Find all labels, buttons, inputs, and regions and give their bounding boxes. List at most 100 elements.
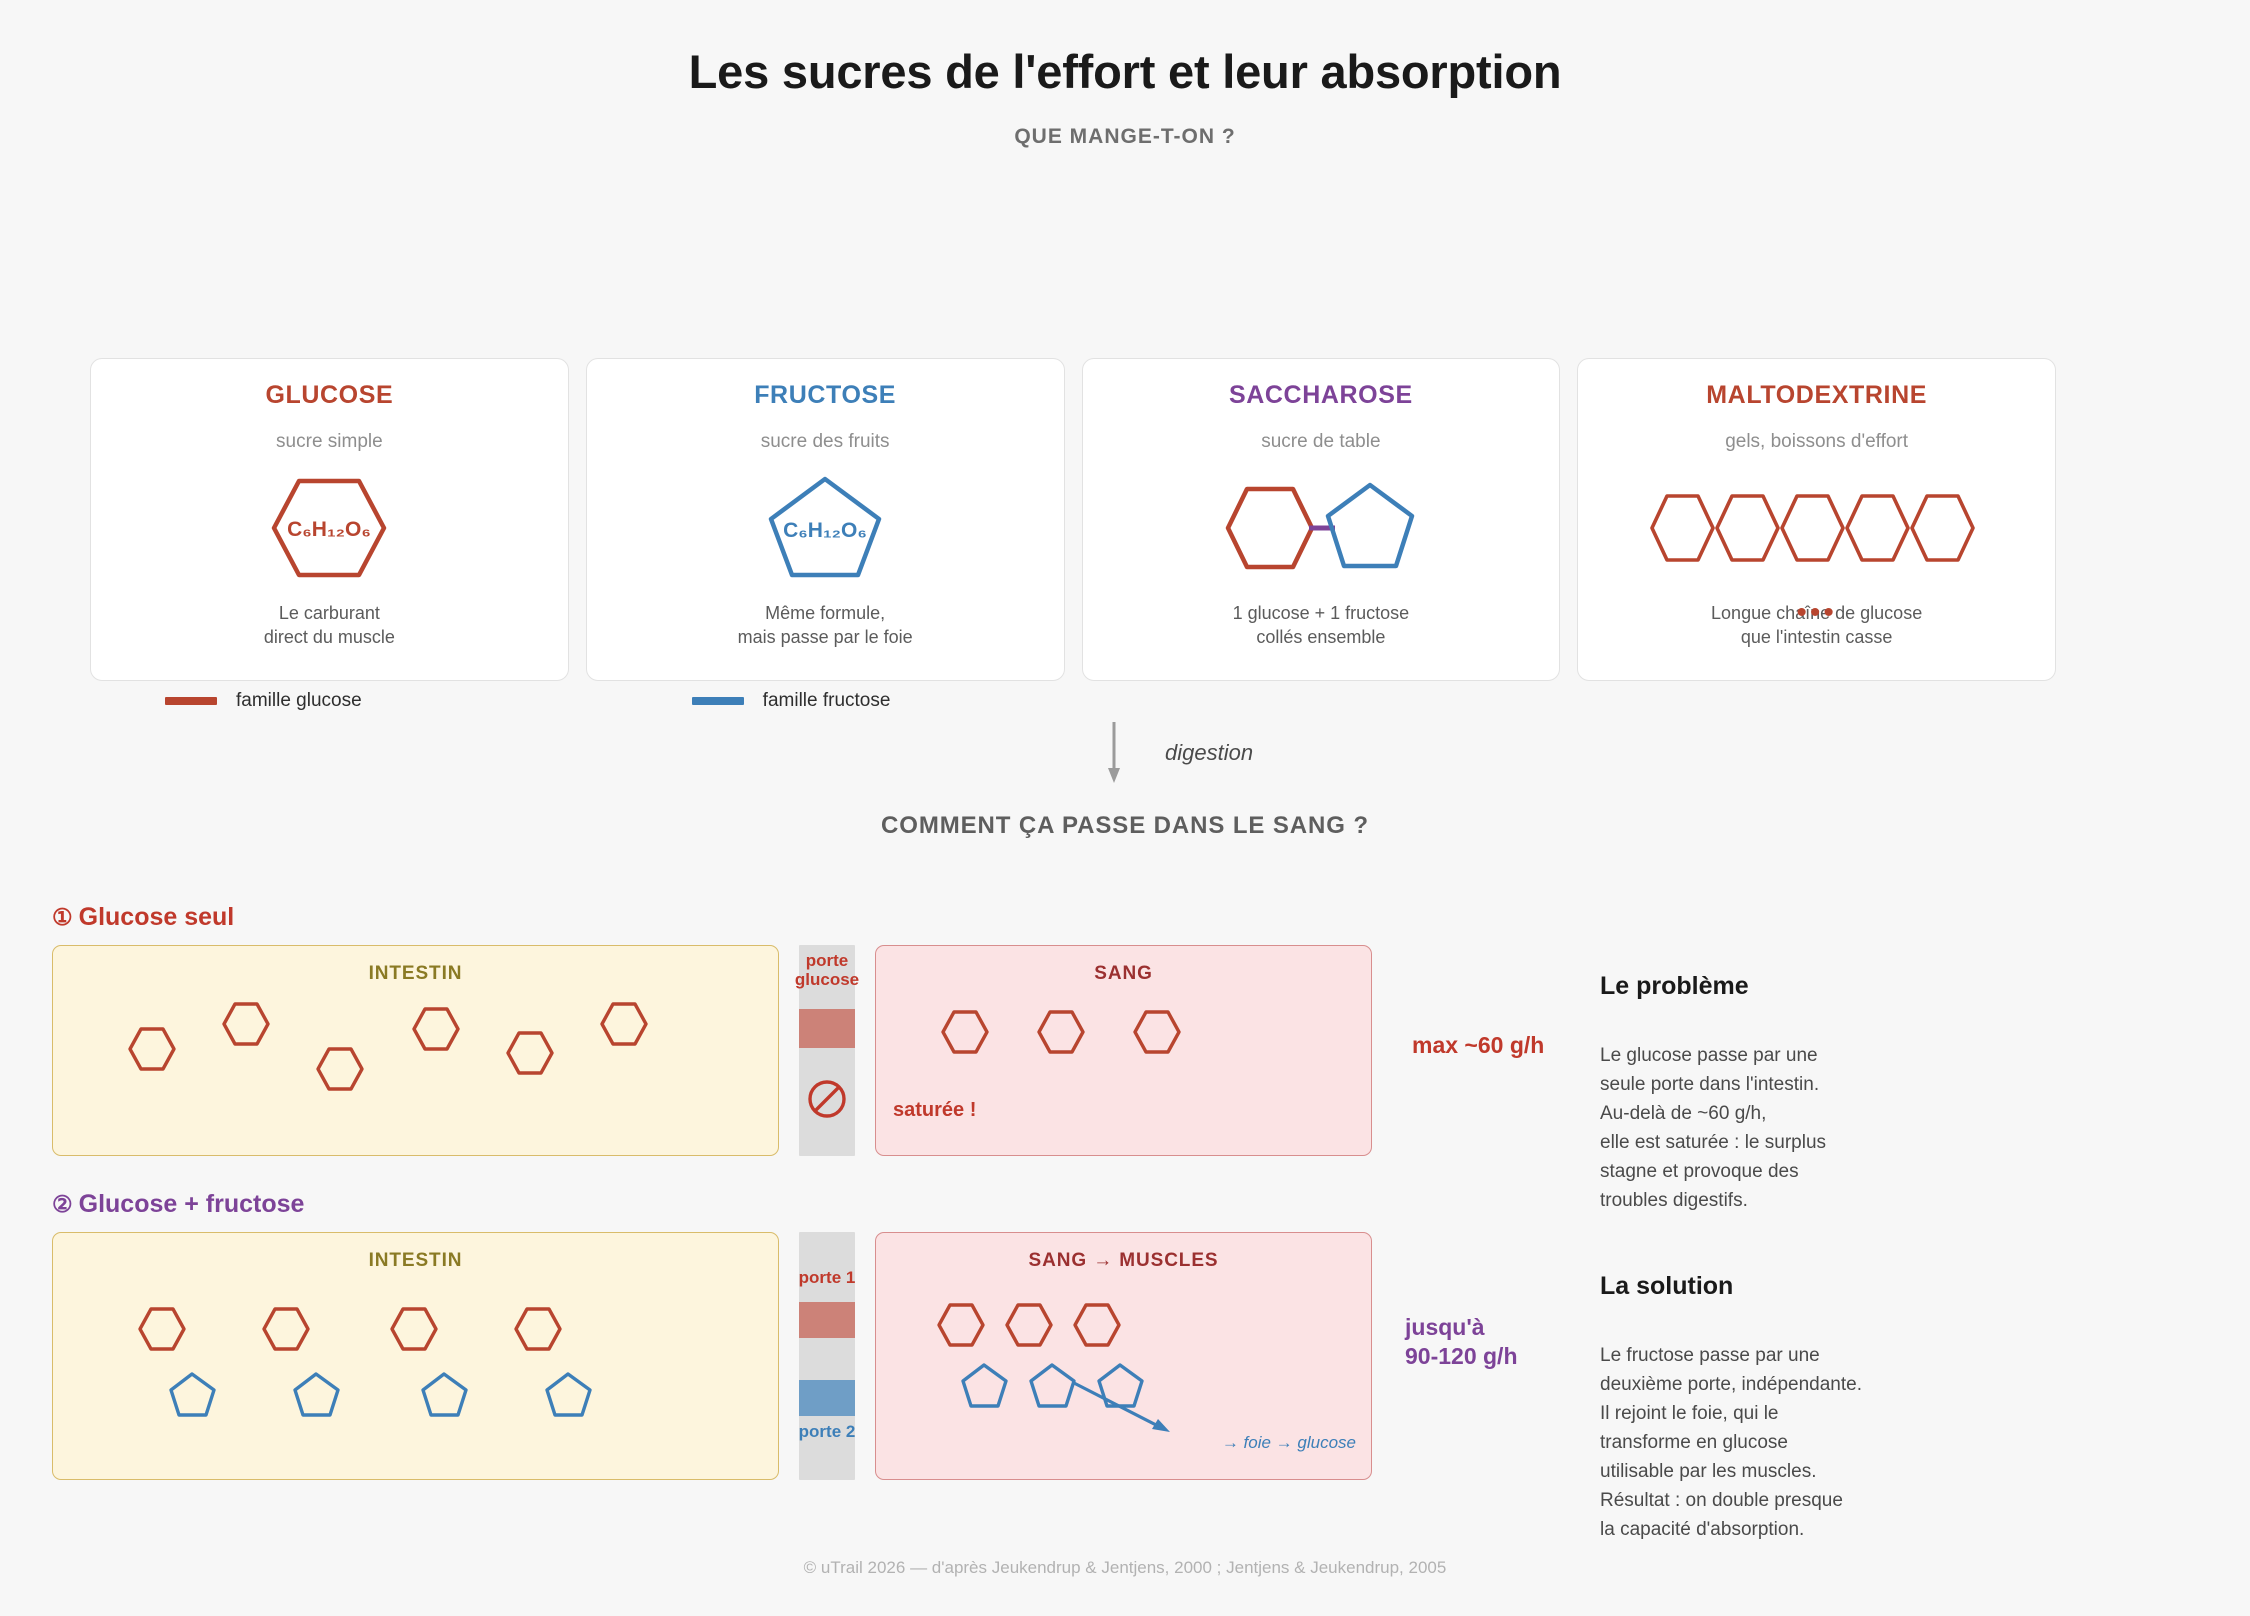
problem-line-2: seule porte dans l'intestin. bbox=[1600, 1074, 1820, 1096]
no-entry-icon bbox=[808, 1080, 846, 1118]
maltodextrine-ellipsis: ••• bbox=[1796, 596, 1837, 630]
card-glucose-note: Le carburant direct du muscle bbox=[264, 602, 395, 680]
card-maltodextrine-note-l2: que l'intestin casse bbox=[1740, 627, 1893, 648]
solution-line-3: Il rejoint le foie, qui le bbox=[1600, 1403, 1779, 1425]
problem-line-4: elle est saturée : le surplus bbox=[1600, 1132, 1827, 1154]
solution-line-6: Résultat : on double presque bbox=[1600, 1490, 1843, 1512]
card-glucose-subtitle: sucre simple bbox=[276, 431, 383, 452]
legend-item-fructose: famille fructose bbox=[691, 690, 891, 712]
saturation-status-badge: saturée ! bbox=[893, 1099, 977, 1121]
card-fructose-formula: C₆H₁₂O₆ bbox=[783, 519, 867, 542]
card-fructose-figure: C₆H₁₂O₆ bbox=[587, 453, 1064, 602]
card-saccharose-note: 1 glucose + 1 fructose collés ensemble bbox=[1233, 602, 1410, 680]
solution-title: La solution bbox=[1600, 1272, 1734, 1300]
solution-line-1: Le fructose passe par une bbox=[1600, 1345, 1820, 1366]
card-fructose-title: FRUCTOSE bbox=[754, 381, 897, 409]
page-subtitle: QUE MANGE-T-ON ? bbox=[1014, 125, 1236, 148]
card-saccharose-subtitle: sucre de table bbox=[1261, 431, 1381, 452]
card-saccharose[interactable]: SACCHAROSE sucre de table 1 glucose + 1 … bbox=[1081, 358, 1561, 681]
explanation-solution: La solution Le fructose passe par une de… bbox=[1600, 1272, 1970, 1544]
gate-1-label-l2: glucose bbox=[794, 970, 860, 990]
pentagon-icon: C₆H₁₂O₆ bbox=[768, 476, 882, 577]
card-fructose-note-l2: mais passe par le foie bbox=[737, 627, 913, 648]
scenario-1-title-text: Glucose seul bbox=[78, 903, 235, 931]
card-glucose[interactable]: GLUCOSE sucre simple C₆H₁₂O₆ Le carburan… bbox=[90, 358, 569, 681]
gate-1-label-l1: porte bbox=[805, 951, 849, 970]
problem-line-1: Le glucose passe par une bbox=[1600, 1045, 1818, 1066]
gate-2-fructose-band bbox=[799, 1380, 855, 1416]
legend-label-fructose: famille fructose bbox=[762, 690, 891, 711]
card-glucose-note-l1: Le carburant bbox=[278, 603, 380, 624]
card-glucose-formula: C₆H₁₂O₆ bbox=[287, 518, 371, 541]
digestion-flow: digestion bbox=[1105, 722, 1253, 784]
card-glucose-title: GLUCOSE bbox=[265, 381, 394, 409]
card-glucose-note-l2: direct du muscle bbox=[263, 627, 395, 648]
card-maltodextrine-title: MALTODEXTRINE bbox=[1706, 381, 1927, 409]
card-saccharose-figure bbox=[1083, 453, 1560, 602]
intestin-label-2: INTESTIN bbox=[368, 1250, 463, 1271]
absorption-rate-1: max ~60 g/h bbox=[1412, 1032, 1545, 1058]
sang-molecules-2 bbox=[937, 1303, 1170, 1432]
gate-1-glucose-band bbox=[799, 1009, 855, 1048]
problem-line-3: Au-delà de ~60 g/h, bbox=[1600, 1103, 1767, 1125]
absorption-rate-2-l2: 90-120 g/h bbox=[1405, 1343, 1518, 1370]
card-maltodextrine-subtitle: gels, boissons d'effort bbox=[1725, 431, 1909, 452]
legend-swatch-fructose bbox=[691, 697, 744, 705]
card-saccharose-title: SACCHAROSE bbox=[1228, 381, 1413, 409]
problem-line-6: troubles digestifs. bbox=[1600, 1190, 1748, 1212]
sugar-cards-row: GLUCOSE sucre simple C₆H₁₂O₆ Le carburan… bbox=[90, 358, 2056, 681]
gate-column-2[interactable]: porte 1 porte 2 bbox=[799, 1232, 855, 1480]
scenario-1-number: ① bbox=[52, 904, 73, 930]
liver-conversion-arrow bbox=[1073, 1381, 1170, 1432]
explanation-problem: Le problème Le glucose passe par une seu… bbox=[1600, 972, 1970, 1215]
gate-1-label: porte glucose bbox=[795, 951, 859, 989]
problem-line-5: stagne et provoque des bbox=[1600, 1161, 1799, 1183]
card-fructose-subtitle: sucre des fruits bbox=[760, 431, 890, 452]
hexagon-icon: C₆H₁₂O₆ bbox=[272, 478, 387, 577]
gate-2-glucose-band bbox=[799, 1302, 855, 1338]
sang-panel-2: SANG → MUSCLES → foie → glucose bbox=[875, 1232, 1372, 1480]
intestin-label-1: INTESTIN bbox=[368, 963, 463, 984]
card-fructose[interactable]: FRUCTOSE sucre des fruits C₆H₁₂O₆ Même f… bbox=[585, 358, 1065, 681]
sang-label-2: SANG → MUSCLES bbox=[1028, 1250, 1219, 1271]
solution-line-5: utilisable par les muscles. bbox=[1600, 1461, 1817, 1483]
card-glucose-figure: C₆H₁₂O₆ bbox=[91, 453, 568, 602]
gate-2-porte1-label: porte 1 bbox=[798, 1268, 856, 1287]
card-maltodextrine[interactable]: MALTODEXTRINE gels, boissons d'effort ••… bbox=[1577, 358, 2056, 681]
card-saccharose-note-l2: collés ensemble bbox=[1256, 627, 1386, 648]
legend-label-glucose: famille glucose bbox=[236, 690, 362, 711]
card-fructose-note-l1: Même formule, bbox=[765, 603, 886, 624]
intestin-molecules-1 bbox=[128, 1002, 648, 1091]
intestin-molecules-2 bbox=[138, 1307, 592, 1417]
problem-body: Le glucose passe par une seule porte dan… bbox=[1600, 1041, 1970, 1215]
scenario-2-title-text: Glucose + fructose bbox=[78, 1190, 305, 1218]
sang-panel-1: SANG saturée ! bbox=[875, 945, 1372, 1156]
card-saccharose-note-l1: 1 glucose + 1 fructose bbox=[1232, 603, 1410, 624]
hexagon-bond-pentagon-icon bbox=[1225, 482, 1415, 569]
family-legend: famille glucose famille fructose bbox=[165, 690, 890, 712]
card-maltodextrine-figure: ••• bbox=[1578, 453, 2055, 628]
page-header: Les sucres de l'effort et leur absorptio… bbox=[0, 0, 2250, 149]
intestin-panel-2: INTESTIN bbox=[52, 1232, 779, 1480]
scenario-2-number: ② bbox=[52, 1191, 73, 1217]
page-title: Les sucres de l'effort et leur absorptio… bbox=[688, 45, 1562, 98]
gate-2-porte2-label: porte 2 bbox=[798, 1422, 856, 1441]
absorption-rate-2-l1: jusqu'à bbox=[1405, 1314, 1485, 1340]
gate-column-1[interactable]: porte glucose bbox=[795, 945, 859, 1156]
legend-item-glucose: famille glucose bbox=[165, 690, 362, 712]
scenario-2-row: INTESTIN porte 1 por bbox=[52, 1232, 1372, 1480]
solution-line-2: deuxième porte, indépendante. bbox=[1600, 1374, 1862, 1396]
problem-title: Le problème bbox=[1600, 972, 1749, 1000]
section-heading-blood: COMMENT ÇA PASSE DANS LE SANG ? bbox=[881, 812, 1369, 839]
solution-line-4: transforme en glucose bbox=[1600, 1432, 1788, 1454]
legend-swatch-glucose bbox=[165, 697, 217, 705]
hexagon-chain-icon bbox=[1649, 493, 1975, 562]
card-maltodextrine-note-l1: Longue chaîne de glucose bbox=[1711, 603, 1923, 624]
footer-credit: © uTrail 2026 — d'après Jeukendrup & Jen… bbox=[803, 1558, 1447, 1577]
card-maltodextrine-note: Longue chaîne de glucose que l'intestin … bbox=[1711, 602, 1922, 680]
sang-label-1: SANG bbox=[1094, 963, 1153, 984]
